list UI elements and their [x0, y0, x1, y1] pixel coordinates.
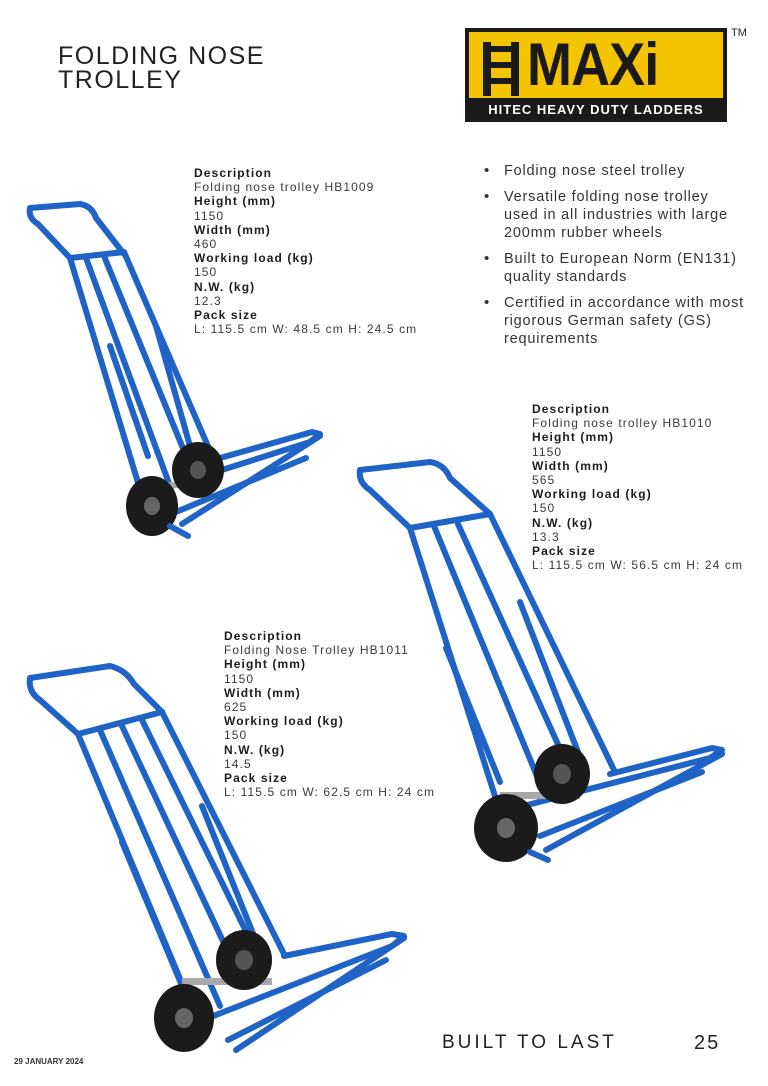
- spec-label-nw: N.W. (kg): [532, 515, 594, 530]
- spec-label-width: Width (mm): [194, 222, 271, 237]
- spec-block-hb1011: Description Folding Nose Trolley HB1011 …: [224, 629, 435, 799]
- spec-value-working-load: 150: [224, 728, 248, 743]
- logo-wordmark: MAXi: [527, 31, 659, 98]
- spec-label-description: Description: [224, 629, 303, 643]
- trademark-mark: TM: [731, 27, 747, 39]
- feature-item: Certified in accordance with most rigoro…: [484, 294, 744, 348]
- spec-label-nw: N.W. (kg): [224, 742, 286, 757]
- feature-item: Folding nose steel trolley: [484, 162, 744, 180]
- spec-value-pack-size: L: 115.5 cm W: 48.5 cm H: 24.5 cm: [194, 322, 418, 337]
- spec-label-width: Width (mm): [532, 458, 609, 473]
- spec-label-working-load: Working load (kg): [194, 251, 314, 266]
- logo-panel: MAXi: [469, 32, 723, 98]
- spec-label-working-load: Working load (kg): [532, 487, 652, 502]
- spec-label-pack-size: Pack size: [224, 771, 288, 786]
- page-title-line-1: FOLDING NOSE: [58, 42, 265, 70]
- spec-value-height: 1150: [532, 444, 563, 459]
- spec-value-description: Folding Nose Trolley HB1011: [224, 643, 409, 658]
- spec-label-description: Description: [532, 402, 611, 416]
- trolley-image-hb1009: [26, 201, 323, 539]
- footer-date: 29 JANUARY 2024: [14, 1057, 84, 1066]
- spec-value-width: 565: [532, 473, 556, 488]
- spec-label-height: Height (mm): [224, 657, 307, 672]
- spec-value-height: 1150: [194, 208, 225, 223]
- spec-value-nw: 13.3: [532, 529, 560, 544]
- page-title: FOLDING NOSE TROLLEY: [58, 42, 265, 94]
- spec-label-nw: N.W. (kg): [194, 279, 256, 294]
- spec-block-hb1009: Description Folding nose trolley HB1009 …: [194, 166, 417, 336]
- spec-value-width: 460: [194, 237, 218, 252]
- spec-value-working-load: 150: [194, 265, 218, 280]
- spec-value-height: 1150: [224, 671, 255, 686]
- spec-label-pack-size: Pack size: [532, 544, 596, 559]
- spec-label-height: Height (mm): [532, 430, 615, 445]
- spec-value-nw: 14.5: [224, 756, 252, 771]
- spec-value-nw: 12.3: [194, 293, 222, 308]
- page-number: 25: [694, 1032, 721, 1054]
- spec-value-working-load: 150: [532, 501, 556, 516]
- ladder-icon: [483, 42, 519, 96]
- spec-block-hb1010: Description Folding nose trolley HB1010 …: [532, 402, 743, 572]
- trolley-image-hb1010: [356, 459, 725, 863]
- feature-item: Versatile folding nose trolley used in a…: [484, 188, 744, 242]
- feature-list: Folding nose steel trolley Versatile fol…: [484, 162, 744, 356]
- spec-label-pack-size: Pack size: [194, 308, 258, 323]
- spec-value-width: 625: [224, 700, 248, 715]
- spec-value-pack-size: L: 115.5 cm W: 56.5 cm H: 24 cm: [532, 558, 744, 573]
- spec-label-width: Width (mm): [224, 685, 301, 700]
- spec-label-working-load: Working load (kg): [224, 714, 344, 729]
- footer-slogan: BUILT TO LAST: [442, 1032, 617, 1053]
- page-title-line-2: TROLLEY: [58, 66, 183, 94]
- spec-label-description: Description: [194, 166, 273, 180]
- maxi-logo: MAXi HITEC HEAVY DUTY LADDERS: [465, 28, 727, 122]
- spec-value-description: Folding nose trolley HB1010: [532, 416, 713, 431]
- spec-label-height: Height (mm): [194, 194, 277, 209]
- trolley-image-hb1011: [26, 663, 407, 1053]
- feature-item: Built to European Norm (EN131) quality s…: [484, 250, 744, 286]
- spec-value-pack-size: L: 115.5 cm W: 62.5 cm H: 24 cm: [224, 785, 436, 800]
- logo-tagline: HITEC HEAVY DUTY LADDERS: [488, 102, 704, 117]
- spec-value-description: Folding nose trolley HB1009: [194, 180, 375, 195]
